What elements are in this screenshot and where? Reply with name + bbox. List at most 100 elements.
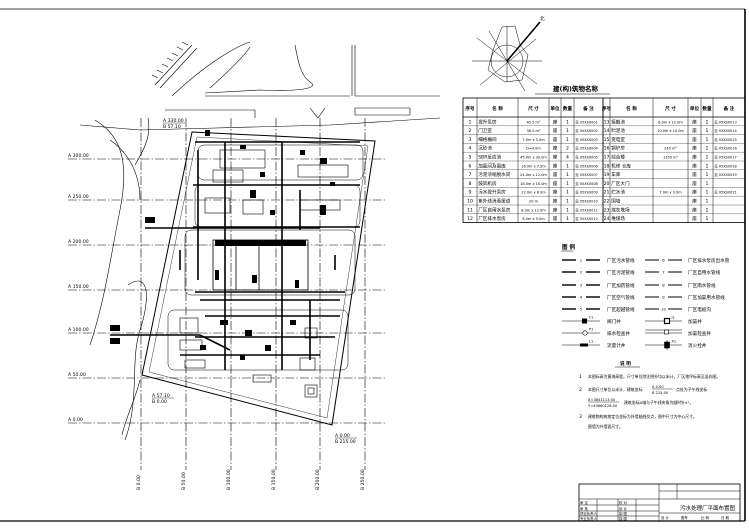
table-cell: 见 05XS0016 <box>714 147 737 151</box>
title-block-cell: 比 例 <box>701 515 709 520</box>
chlorine-well-icon <box>663 317 671 325</box>
table-cell: 座 <box>553 215 558 222</box>
table-cell: 见 05XS0006 <box>575 164 598 168</box>
title-block-label: 制 图 <box>619 511 627 516</box>
table-cell: 见 05XS0019 <box>714 173 737 177</box>
legend-label: 厂区电缆沟 <box>688 306 711 313</box>
pipe-fittings <box>110 130 335 360</box>
title-block-label: 校 对 <box>619 500 627 505</box>
title-block-cell: 图号 <box>681 515 688 520</box>
table-cell: 见 05XS0018 <box>714 164 737 168</box>
legend-label: 厂区排水泵房出水管 <box>688 257 730 264</box>
table-cell: 240 m² <box>664 147 677 151</box>
grid-label-a: A 150.00 <box>68 284 89 290</box>
table-cell: 堆煤场 <box>611 215 625 222</box>
table-cell: 1 <box>566 172 569 178</box>
table-cell: 鼓风机房 <box>478 180 497 187</box>
table-cell: 12.0m x 8.0m <box>521 191 546 195</box>
table-cell: 见 05XS0003 <box>575 138 598 142</box>
table-cell: 座 <box>553 171 558 178</box>
grid-label-a: A 100.00 <box>68 327 89 333</box>
legend-label: 厂区污水管线 <box>607 257 635 264</box>
grid-label-a: A 300.00 <box>68 153 89 159</box>
table-cell: 见 05XS0004 <box>575 147 598 151</box>
table-cell: 见 05XS0014 <box>714 129 737 133</box>
sbr-reaction-tanks <box>212 239 309 291</box>
table-cell: 座 <box>692 189 697 196</box>
fire-hydrant-icon <box>664 340 670 350</box>
table-cell: 座 <box>692 206 697 213</box>
note-fraction-bottom: B 215.00 <box>652 391 669 395</box>
table-cell: 13 <box>604 119 610 125</box>
grid-label-b: B 100.00 <box>226 469 232 490</box>
legend-code: 5 <box>580 307 583 312</box>
note-text: 点处为子午线坐标 <box>676 387 707 392</box>
legend-code: 4 <box>580 295 583 300</box>
table-cell: 1 <box>706 207 709 213</box>
table-cell: 12 <box>467 216 473 222</box>
table-cell: 1 <box>566 181 569 187</box>
title-block-label: 审 定 <box>580 500 588 505</box>
table-cell: 18 <box>604 163 610 169</box>
building-table: 建(构)筑物名称 序号名 称尺 寸单位数量备 注序号名 称尺 寸单位数量备 注1… <box>462 84 746 223</box>
note-text: 本图尺寸单位以米计，建筑坐标 <box>588 387 643 392</box>
table-cell: 1 <box>566 128 569 134</box>
grid-label-b: B 150.00 <box>271 469 277 490</box>
table-cell: 座 <box>553 180 558 187</box>
table-cell: 7 <box>469 172 472 178</box>
title-block: 污水处理厂平面布置图 审 定审 核项目负责人专业负责人校 对设 计制 图描 图设… <box>578 483 741 522</box>
title-block-label: 设 计 <box>619 506 627 511</box>
legend-label: 加氯检查井 <box>688 330 711 337</box>
table-cell: 1 <box>566 119 569 125</box>
table-header: 名 称 <box>492 105 503 112</box>
valve-well-icon <box>582 318 587 324</box>
table-cell: 36.0 m² <box>527 129 541 133</box>
table-cell: 21 <box>604 190 610 196</box>
buildings <box>179 149 349 398</box>
table-cell: 1 <box>706 172 709 178</box>
title-block-label: 项目负责人 <box>580 511 598 516</box>
table-cell: 座 <box>553 154 558 161</box>
table-cell: 贮水池 <box>611 189 625 196</box>
flow-meter-well-icon <box>580 343 588 347</box>
table-cell: 门卫室 <box>478 127 492 134</box>
note-text: 建筑坐标A轴与子午线夹角为顺时针4°。 <box>624 400 693 405</box>
legend-code: 8 <box>662 283 665 288</box>
table-header: 单位 <box>550 105 560 112</box>
table-cell: 座 <box>692 180 697 187</box>
table-cell: 提升泵房 <box>478 118 497 125</box>
note-number: 3 <box>579 414 582 420</box>
coordinate-bottom: B 57.10 <box>163 124 181 130</box>
table-cell: 24 <box>604 216 610 222</box>
grid-label-a: A 250.00 <box>68 194 89 200</box>
table-cell: 6.0m x 12.0m <box>658 120 683 124</box>
table-cell: 14 <box>604 128 610 134</box>
table-cell: 见 05XS0002 <box>575 129 598 133</box>
table-cell: 4 <box>566 155 569 161</box>
inner-road <box>148 136 369 419</box>
table-cell: 见 05XS0005 <box>575 156 598 160</box>
table-cell: 6 <box>469 163 472 169</box>
table-cell: 机修 仓库 <box>611 162 631 169</box>
grid-label-b: B 200.00 <box>315 469 321 490</box>
legend-label: 流量计井 <box>607 342 626 349</box>
chlorine-inspection-icon <box>664 329 669 335</box>
table-cell: 细格栅间 <box>478 136 497 143</box>
table-cell: 污泥浓缩脱水间 <box>478 171 511 178</box>
legend-label: 厂区超越管线 <box>607 306 635 313</box>
table-cell: 1 <box>706 190 709 196</box>
note-number: 1 <box>579 374 582 380</box>
coordinate-top: A 57.10 <box>152 393 170 399</box>
legend-code: F1 <box>589 316 593 320</box>
title-block-label: 专业负责人 <box>580 516 598 521</box>
table-cell: 6.0m x 9.0m <box>522 217 545 221</box>
table-cell: 锅炉房 <box>611 145 625 152</box>
table-cell: 污水提升泵房 <box>478 189 506 196</box>
table-cell: 煤灰堆场 <box>611 206 630 213</box>
table-header: 备 注 <box>582 105 594 112</box>
grid-label-b: B 50.00 <box>181 472 187 490</box>
legend-label: 厂区加氯用水管线 <box>688 294 725 301</box>
table-cell: 见 05XS0001 <box>575 120 598 124</box>
